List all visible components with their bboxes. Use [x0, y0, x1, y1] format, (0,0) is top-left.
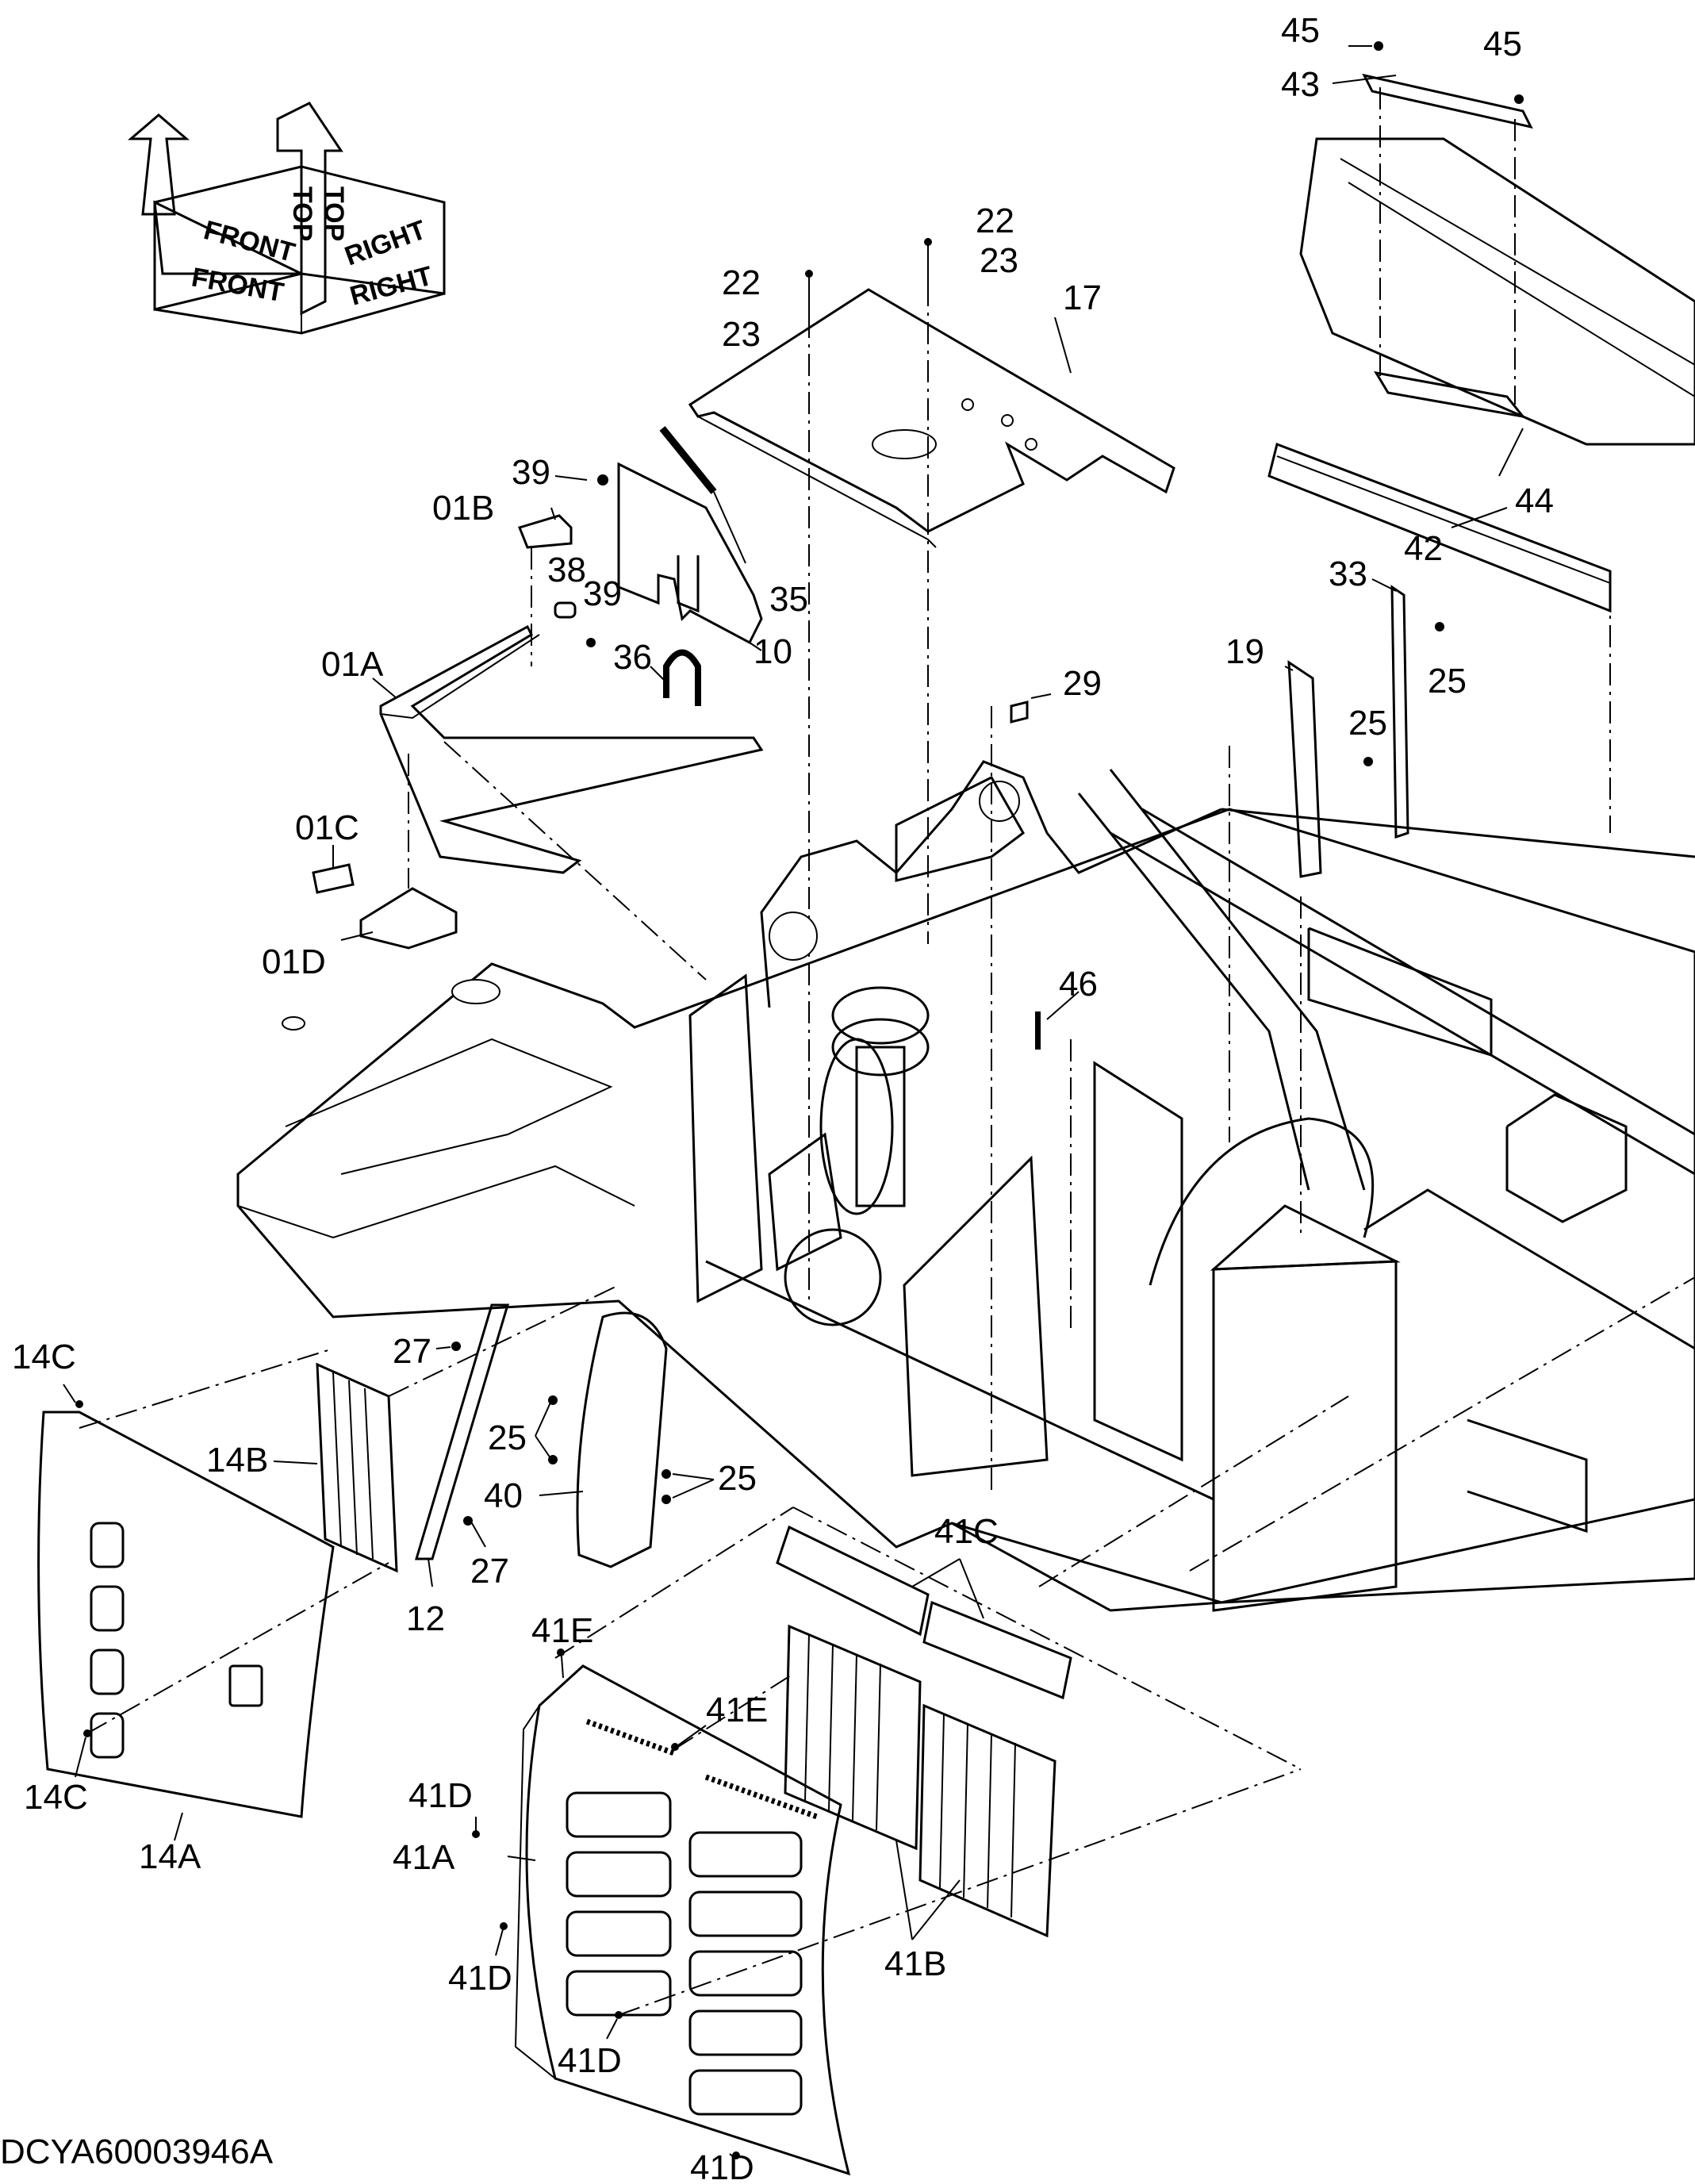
callout-14B: 14B — [206, 1441, 268, 1480]
callout-41D-upper: 41D — [408, 1776, 473, 1815]
callout-45-right: 45 — [1483, 25, 1522, 63]
cover-40 — [576, 1311, 668, 1568]
callout-14C-lower: 14C — [24, 1778, 88, 1817]
pin-46 — [1035, 1011, 1041, 1050]
orientation-indicator: FRONT FRONT TOP TOP RIGHT RIGHT — [127, 102, 446, 335]
pad-01B — [517, 514, 573, 549]
callout-41E-lower: 41E — [706, 1691, 768, 1729]
callout-25-mid: 25 — [1348, 704, 1387, 743]
callout-41D-mid: 41D — [448, 1959, 512, 1998]
upper-frame — [236, 760, 1695, 1612]
callout-23-right: 23 — [980, 241, 1018, 280]
callout-27-lower: 27 — [470, 1552, 509, 1591]
callout-40: 40 — [484, 1476, 523, 1515]
callout-44: 44 — [1515, 482, 1554, 520]
front-label: FRONT — [190, 262, 286, 308]
callout-17: 17 — [1063, 278, 1102, 317]
callout-27-upper: 27 — [393, 1332, 431, 1371]
callout-01A: 01A — [321, 645, 384, 684]
bolt-45-right — [1514, 94, 1524, 104]
callout-41B: 41B — [884, 1944, 946, 1983]
pad-01C — [312, 863, 355, 894]
strip-41C-right — [922, 1600, 1072, 1700]
callout-36: 36 — [613, 638, 652, 677]
top-label-lower: TOP — [319, 186, 349, 241]
rod-35 — [659, 426, 717, 494]
bolt-41E-upper — [557, 1649, 565, 1656]
callout-19: 19 — [1225, 632, 1264, 671]
callout-12: 12 — [406, 1599, 445, 1638]
plate-01A — [379, 624, 764, 874]
floor-plate-17 — [688, 238, 1175, 1301]
drawing-code: DCYA60003946A — [0, 2132, 274, 2171]
callout-45-left: 45 — [1281, 11, 1320, 50]
callout-22-right: 22 — [976, 202, 1014, 240]
louver-14B — [316, 1362, 398, 1573]
spacer-38 — [554, 601, 577, 619]
callout-42: 42 — [1404, 529, 1443, 568]
callout-01B: 01B — [432, 489, 494, 528]
strip-12 — [414, 1303, 510, 1560]
strip-41C-left — [776, 1525, 930, 1637]
callout-23-left: 23 — [722, 315, 761, 354]
callout-14C-upper: 14C — [12, 1338, 76, 1376]
pad-29 — [1010, 700, 1029, 724]
pad-01D — [359, 887, 458, 950]
callout-38: 38 — [547, 551, 586, 589]
bolt-39-lower — [586, 638, 596, 647]
louver-41B — [784, 1624, 1056, 1938]
callout-25-left: 25 — [488, 1418, 527, 1457]
callout-33: 33 — [1329, 555, 1367, 593]
callout-41C: 41C — [934, 1512, 999, 1551]
bolt-27-upper — [451, 1341, 461, 1351]
hood-cover — [1299, 137, 1695, 446]
callout-39-lower: 39 — [583, 574, 622, 613]
bolt-27-lower — [463, 1516, 473, 1526]
front-label-upper: FRONT — [201, 215, 298, 268]
gasket-43 — [1362, 73, 1533, 129]
plate-42 — [1267, 442, 1612, 613]
bracket-19 — [1287, 660, 1322, 878]
rod-33 — [1390, 585, 1409, 839]
callout-14A: 14A — [139, 1837, 201, 1876]
bracket-10 — [554, 426, 763, 706]
callout-01D: 01D — [262, 942, 326, 981]
bolt-41E-lower — [671, 1743, 679, 1751]
callout-25-right: 25 — [718, 1459, 757, 1498]
engine-hood-assembly — [1267, 41, 1695, 833]
door-14A — [37, 1411, 335, 1818]
bolt-25-upper — [1435, 622, 1444, 631]
callout-35: 35 — [769, 580, 808, 619]
callout-41E-upper: 41E — [531, 1611, 593, 1650]
top-label: TOP — [287, 186, 317, 241]
bolt-25-lower — [1363, 757, 1373, 766]
callout-41A: 41A — [393, 1838, 455, 1877]
callout-41D-bottom: 41D — [690, 2148, 754, 2184]
door-41A — [514, 1664, 851, 2176]
callout-25-upper: 25 — [1428, 662, 1467, 700]
engine-bay-plates — [688, 973, 1401, 1612]
bolt-39-upper — [597, 474, 608, 486]
callout-39-upper: 39 — [512, 453, 550, 492]
u-bolt-36 — [663, 649, 701, 706]
bolt-14C-upper — [75, 1400, 83, 1408]
bolt-45-left — [1374, 41, 1383, 51]
callout-43: 43 — [1281, 65, 1320, 104]
callout-29: 29 — [1063, 664, 1102, 703]
callout-01C: 01C — [295, 808, 359, 847]
callout-22-left: 22 — [722, 263, 761, 302]
gasket-44 — [1374, 370, 1526, 419]
callout-10: 10 — [754, 632, 792, 671]
callout-46: 46 — [1059, 965, 1098, 1004]
callout-41D-lower: 41D — [558, 2041, 622, 2080]
